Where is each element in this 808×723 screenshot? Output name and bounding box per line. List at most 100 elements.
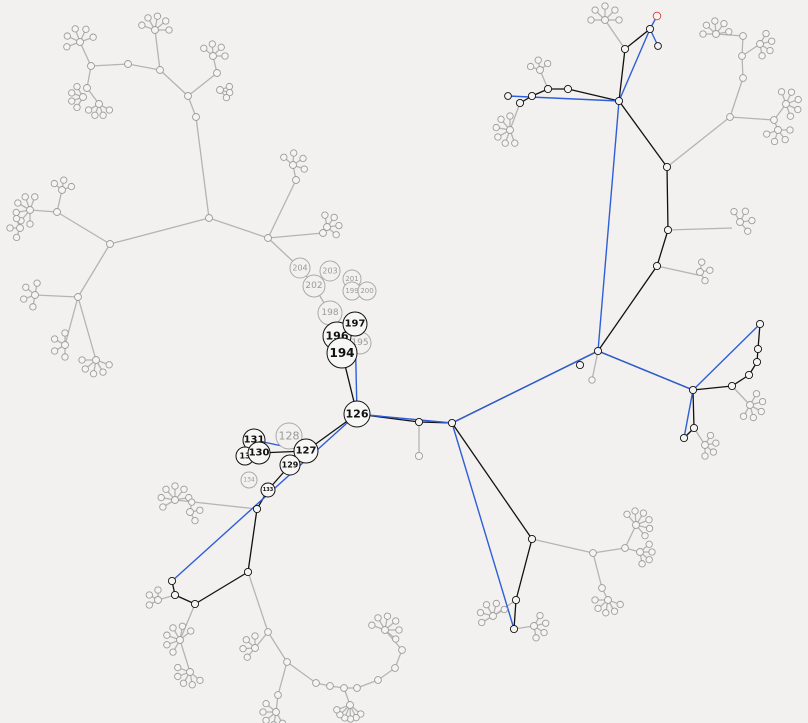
leaf-node-marker[interactable] <box>145 591 153 599</box>
leaf-node-marker[interactable] <box>176 636 184 644</box>
leaf-node-marker[interactable] <box>494 133 502 141</box>
leaf-node-marker[interactable] <box>50 179 58 188</box>
leaf-node-marker[interactable] <box>544 59 552 68</box>
leaf-node-marker[interactable] <box>76 38 84 46</box>
leaf-node-marker[interactable] <box>163 641 171 649</box>
leaf-node-marker[interactable] <box>12 208 20 217</box>
leaf-node-marker[interactable] <box>738 52 746 60</box>
leaf-node-marker[interactable] <box>73 82 81 91</box>
leaf-node-marker[interactable] <box>598 584 606 592</box>
leaf-node-marker[interactable] <box>509 624 519 634</box>
leaf-node-marker[interactable] <box>534 56 542 64</box>
leaf-node-marker[interactable] <box>752 357 762 367</box>
leaf-node-marker[interactable] <box>739 32 747 40</box>
leaf-node-marker[interactable] <box>200 44 208 52</box>
leaf-node-marker[interactable] <box>82 25 90 33</box>
leaf-node-marker[interactable] <box>105 106 114 114</box>
leaf-node-marker[interactable] <box>374 676 382 684</box>
leaf-node-marker[interactable] <box>153 12 162 20</box>
leaf-node-marker[interactable] <box>262 716 270 723</box>
leaf-node-marker[interactable] <box>179 679 188 687</box>
leaf-node-marker[interactable] <box>196 676 204 685</box>
leaf-node-marker[interactable] <box>312 679 320 687</box>
leaf-node-marker[interactable] <box>190 599 200 609</box>
leaf-node-marker[interactable] <box>99 111 107 119</box>
leaf-node-marker[interactable] <box>192 113 200 121</box>
leaf-node-marker[interactable] <box>226 88 234 97</box>
leaf-node-marker[interactable] <box>188 498 196 506</box>
leaf-node-marker[interactable] <box>144 14 152 22</box>
leaf-node-marker[interactable] <box>299 154 307 163</box>
leaf-node-marker[interactable] <box>154 586 162 594</box>
leaf-node-marker[interactable] <box>709 448 718 456</box>
leaf-node-marker[interactable] <box>746 401 754 409</box>
leaf-node-marker[interactable] <box>163 631 171 639</box>
leaf-node-marker[interactable] <box>755 319 765 329</box>
leaf-node-marker[interactable] <box>61 329 69 337</box>
leaf-node-marker[interactable] <box>770 137 779 146</box>
leaf-node-marker[interactable] <box>170 590 180 600</box>
leaf-node-marker[interactable] <box>79 93 87 101</box>
leaf-node-marker[interactable] <box>251 644 259 652</box>
leaf-node-marker[interactable] <box>753 344 763 354</box>
node-203[interactable]: 203 <box>319 260 341 282</box>
leaf-node-marker[interactable] <box>530 622 538 630</box>
leaf-node-marker[interactable] <box>794 95 802 104</box>
leaf-node-marker[interactable] <box>720 20 728 28</box>
leaf-node-marker[interactable] <box>332 231 340 239</box>
leaf-node-marker[interactable] <box>543 84 553 94</box>
leaf-node-marker[interactable] <box>326 682 334 690</box>
leaf-node-marker[interactable] <box>346 701 354 709</box>
leaf-node-marker[interactable] <box>730 207 738 216</box>
leaf-node-marker[interactable] <box>614 96 624 106</box>
leaf-node-marker[interactable] <box>169 624 177 632</box>
leaf-node-marker[interactable] <box>536 611 544 620</box>
leaf-node-marker[interactable] <box>186 668 194 676</box>
leaf-node-marker[interactable] <box>527 91 537 101</box>
leaf-node-marker[interactable] <box>654 42 662 50</box>
leaf-node-marker[interactable] <box>563 84 573 94</box>
leaf-node-marker[interactable] <box>591 6 599 14</box>
leaf-node-marker[interactable] <box>621 544 629 552</box>
leaf-node-marker[interactable] <box>741 207 750 215</box>
leaf-node-marker[interactable] <box>701 452 709 460</box>
leaf-node-marker[interactable] <box>222 94 231 102</box>
leaf-node-marker[interactable] <box>786 126 794 134</box>
leaf-node-marker[interactable] <box>645 524 654 533</box>
node-198[interactable]: 198 <box>317 300 343 326</box>
leaf-node-marker[interactable] <box>68 97 76 105</box>
leaf-node-marker[interactable] <box>699 30 707 38</box>
leaf-node-marker[interactable] <box>67 182 76 191</box>
leaf-node-marker[interactable] <box>497 115 505 123</box>
leaf-node-marker[interactable] <box>511 139 519 147</box>
leaf-node-marker[interactable] <box>165 26 173 34</box>
leaf-node-marker[interactable] <box>777 88 786 96</box>
leaf-node-marker[interactable] <box>706 266 714 274</box>
leaf-node-marker[interactable] <box>283 658 291 666</box>
leaf-node-marker[interactable] <box>71 25 79 33</box>
leaf-node-marker[interactable] <box>632 521 640 529</box>
leaf-node-marker[interactable] <box>526 62 535 71</box>
leaf-node-marker[interactable] <box>711 17 719 25</box>
leaf-node-marker[interactable] <box>333 706 341 714</box>
leaf-node-marker[interactable] <box>68 89 76 97</box>
leaf-node-marker[interactable] <box>623 510 631 518</box>
leaf-node-marker[interactable] <box>744 370 754 380</box>
leaf-node-marker[interactable] <box>61 353 69 361</box>
leaf-node-marker[interactable] <box>264 628 272 636</box>
leaf-node-marker[interactable] <box>662 162 672 172</box>
leaf-node-marker[interactable] <box>478 618 486 627</box>
leaf-node-marker[interactable] <box>61 341 69 349</box>
node-127[interactable]: 127 <box>293 438 319 464</box>
leaf-node-marker[interactable] <box>688 385 698 395</box>
leaf-node-marker[interactable] <box>252 504 262 514</box>
leaf-node-marker[interactable] <box>154 596 162 604</box>
leaf-node-marker[interactable] <box>78 356 86 364</box>
leaf-node-marker[interactable] <box>739 412 748 420</box>
leaf-node-marker[interactable] <box>648 548 656 556</box>
leaf-node-marker[interactable] <box>29 303 37 311</box>
leaf-node-marker[interactable] <box>679 433 689 443</box>
leaf-node-marker[interactable] <box>278 719 287 723</box>
node-194[interactable]: 194 <box>326 337 358 369</box>
leaf-node-marker[interactable] <box>162 17 170 25</box>
